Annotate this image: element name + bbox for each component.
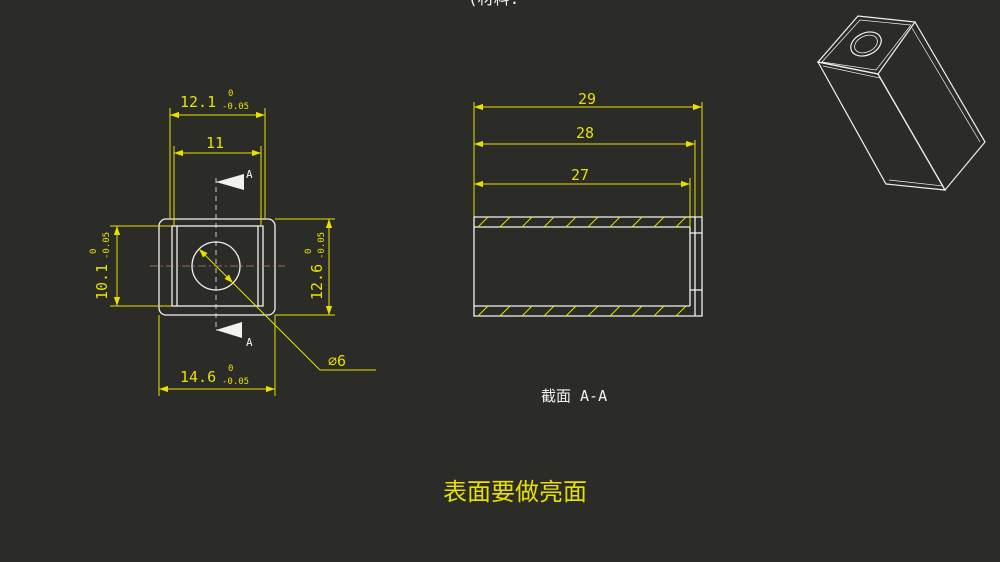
svg-text:-0.05: -0.05 xyxy=(222,377,249,387)
svg-text:-0.05: -0.05 xyxy=(222,102,249,112)
section-marker-bottom: A xyxy=(216,322,253,349)
header-partial-text: (材料: xyxy=(468,0,519,8)
svg-text:0: 0 xyxy=(89,249,99,254)
dim-top-inner: 11 xyxy=(173,134,262,226)
dim-28: 28 xyxy=(474,124,695,148)
section-hatch-top xyxy=(477,216,687,228)
dim-right: 12.6 0 -0.05 xyxy=(275,218,335,316)
svg-text:11: 11 xyxy=(206,134,224,152)
dim-top-outer: 12.1 0 -0.05 xyxy=(169,89,266,219)
dim-left: 10.1 0 -0.05 xyxy=(89,225,172,307)
svg-text:12.6: 12.6 xyxy=(308,264,326,300)
svg-text:A: A xyxy=(246,168,253,181)
svg-text:27: 27 xyxy=(571,166,589,184)
svg-text:0: 0 xyxy=(304,249,314,254)
section-caption: 截面 A-A xyxy=(541,387,607,405)
front-view: A A ∅6 12.1 0 -0.05 11 xyxy=(89,89,376,396)
svg-text:0: 0 xyxy=(228,364,233,374)
svg-text:12.1: 12.1 xyxy=(180,93,216,111)
svg-text:0: 0 xyxy=(228,89,233,99)
svg-text:-0.05: -0.05 xyxy=(317,232,327,259)
front-outer-outline xyxy=(158,218,276,316)
svg-text:28: 28 xyxy=(576,124,594,142)
svg-text:29: 29 xyxy=(578,90,596,108)
isometric-view xyxy=(816,15,986,192)
svg-text:-0.05: -0.05 xyxy=(102,232,112,259)
section-outer-outline xyxy=(473,216,703,317)
section-marker-top: A xyxy=(216,168,253,190)
dim-27: 27 xyxy=(474,166,690,188)
dim-29: 29 xyxy=(474,90,702,111)
dim-bottom: 14.6 0 -0.05 xyxy=(158,315,276,396)
svg-text:∅6: ∅6 xyxy=(328,352,346,370)
svg-text:10.1: 10.1 xyxy=(93,264,111,300)
hole-diameter-callout: ∅6 xyxy=(198,248,376,371)
section-hatch-bottom xyxy=(477,305,687,317)
svg-text:14.6: 14.6 xyxy=(180,368,216,386)
section-view: 29 28 27 xyxy=(473,90,703,405)
svg-text:A: A xyxy=(246,336,253,349)
surface-finish-note: 表面要做亮面 xyxy=(443,478,587,506)
